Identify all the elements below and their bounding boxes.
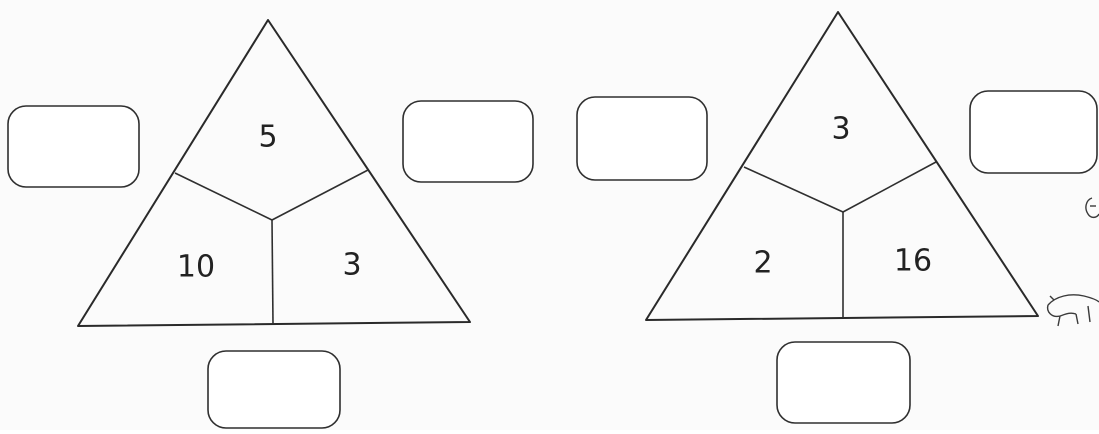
top-number: 5 xyxy=(258,120,277,155)
left-number: 2 xyxy=(753,246,772,281)
answer-box-bottom[interactable] xyxy=(208,351,340,428)
number-triangle-1: 5 10 3 xyxy=(8,20,533,428)
number-triangle-2: 3 2 16 xyxy=(577,12,1097,423)
triangle-divider-bottom xyxy=(272,220,273,324)
triangle-divider-right xyxy=(843,162,936,212)
right-number: 16 xyxy=(894,244,932,279)
answer-box-bottom[interactable] xyxy=(777,342,910,423)
triangle-divider-right xyxy=(272,170,368,220)
answer-box-right[interactable] xyxy=(403,101,533,182)
right-number: 3 xyxy=(342,248,361,283)
answer-box-left[interactable] xyxy=(8,106,139,187)
top-number: 3 xyxy=(831,112,850,147)
answer-box-left[interactable] xyxy=(577,97,707,180)
answer-box-right[interactable] xyxy=(970,91,1097,173)
animal-doodle-icon xyxy=(1086,198,1099,217)
triangle-divider-left xyxy=(175,173,272,220)
left-number: 10 xyxy=(177,250,215,285)
hand-drawn-animal-icon xyxy=(1048,295,1099,326)
triangle-divider-left xyxy=(744,167,843,212)
